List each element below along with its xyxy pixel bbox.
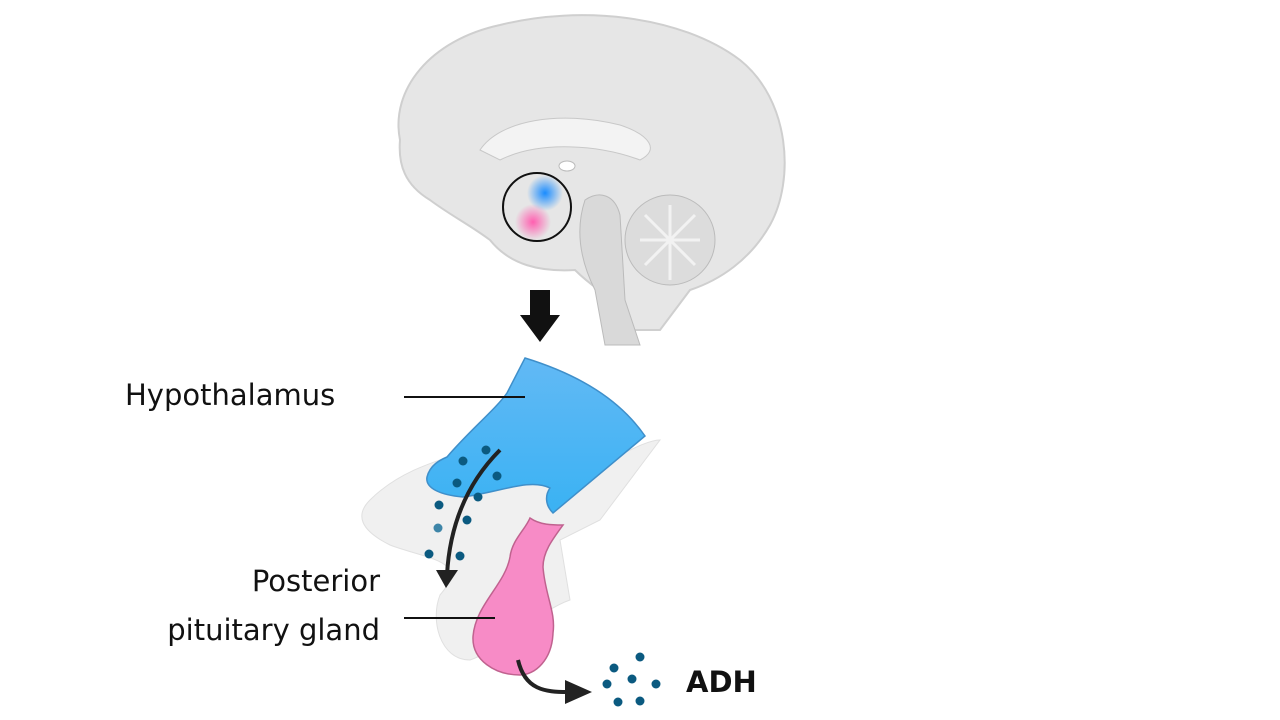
posterior-label-line1: Posterior <box>251 564 380 598</box>
brain-illustration <box>397 14 786 346</box>
hypothalamus-label: Hypothalamus <box>125 378 336 412</box>
arrow-head-icon <box>436 570 458 588</box>
adh-particles <box>424 445 661 707</box>
posterior-label-line2: pituitary gland <box>167 613 380 647</box>
hypothalamus-highlight <box>527 175 563 211</box>
posterior-pituitary-shape <box>472 516 565 676</box>
pituitary-highlight <box>515 204 551 240</box>
focus-circle <box>502 172 572 242</box>
release-arrow <box>516 659 569 694</box>
transport-arrow <box>445 448 502 576</box>
arrow-head-icon <box>565 680 592 704</box>
adh-label: ADH <box>686 665 757 699</box>
down-arrow-icon <box>520 290 560 342</box>
